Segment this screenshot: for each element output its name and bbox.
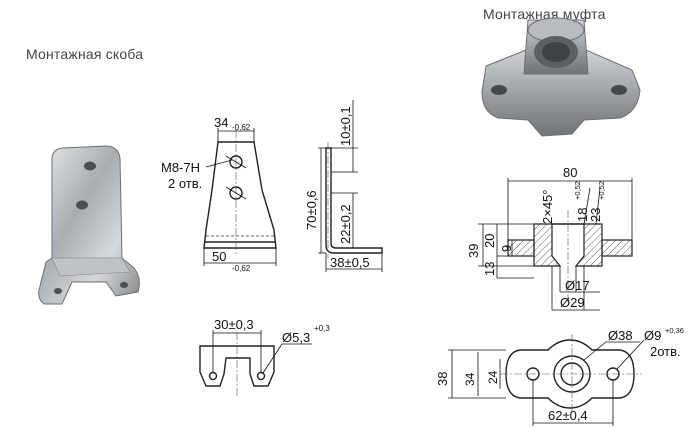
coupling-title: Монтажная муфта (483, 6, 606, 22)
side-foot: 38±0,5 (330, 255, 370, 270)
plan-d9-tol: +0,36 (665, 326, 684, 335)
section-d23: 23 (588, 208, 603, 222)
coupling-section-view: 80 2×45° 18 +0,52 23 +0,52 39 20 9 13 Ø1… (466, 165, 633, 311)
section-d18-tol: +0,52 (573, 181, 582, 200)
bottom-width: 30±0,3 (214, 317, 254, 332)
coupling-plan-view: Ø38 Ø9 +0,36 2отв. 38 34 24 62±0,4 (435, 326, 684, 426)
section-d18: 18 (575, 208, 590, 222)
bracket-bottom-view: 30±0,3 Ø5,3 +0,3 (199, 317, 330, 396)
section-d29: Ø29 (560, 295, 585, 310)
front-thread: M8-7H (161, 160, 200, 175)
side-top: 10±0,1 (338, 106, 353, 146)
side-height: 70±0,6 (304, 190, 319, 230)
plan-holes: 2отв. (650, 344, 681, 359)
front-top-tol: -0,62 (232, 123, 251, 132)
plan-spacing: 62±0,4 (548, 408, 588, 423)
plan-d38: Ø38 (608, 328, 633, 343)
plan-h38: 38 (435, 372, 450, 386)
front-top-width: 34 (214, 115, 228, 130)
side-lower: 22±0,2 (338, 204, 353, 244)
front-bottom-width: 50 (212, 249, 226, 264)
section-h20: 20 (482, 234, 497, 248)
front-bottom-tol: -0,62 (232, 264, 251, 273)
plan-d9: Ø9 (644, 328, 661, 343)
plan-h34: 34 (463, 372, 477, 386)
plan-h24: 24 (486, 370, 500, 384)
bottom-hole-tol: +0,3 (314, 324, 330, 333)
coupling-photo (481, 17, 641, 137)
bottom-hole: Ø5,3 (282, 330, 310, 345)
bracket-title: Монтажная скоба (26, 46, 144, 62)
front-holes: 2 отв. (168, 176, 202, 191)
bracket-side-view: 10±0,1 70±0,6 22±0,2 38±0,5 (304, 100, 383, 272)
section-h13: 13 (482, 262, 497, 276)
section-length: 80 (563, 165, 577, 180)
section-d23-tol: +0,52 (597, 181, 606, 200)
bracket-photo (38, 145, 140, 305)
bracket-front-view: 34 -0,62 M8-7H 2 отв. 50 -0,62 (161, 115, 277, 273)
section-h9: 9 (499, 245, 514, 252)
section-chamfer: 2×45° (540, 190, 555, 224)
section-h39: 39 (466, 244, 481, 258)
section-d17: Ø17 (565, 278, 590, 293)
